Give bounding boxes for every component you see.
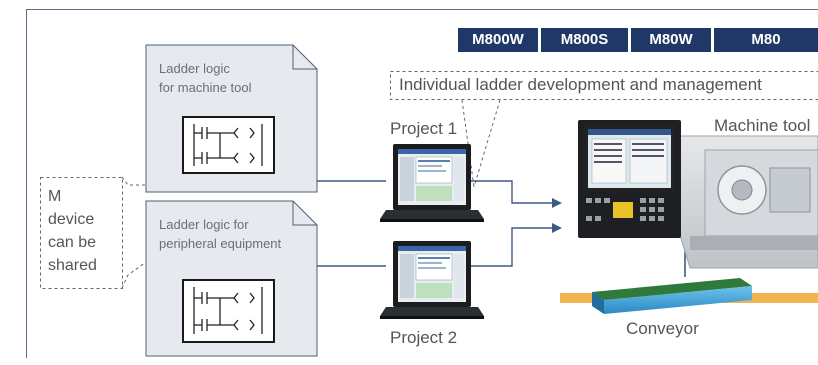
model-tag-m800w: M800W xyxy=(458,28,538,52)
project-2-label: Project 2 xyxy=(390,328,458,347)
laptop-project-1 xyxy=(380,144,484,222)
conveyor-label: Conveyor xyxy=(626,319,699,338)
model-tag-m80w: M80W xyxy=(631,28,711,52)
shared-note-line4: shared xyxy=(48,257,97,274)
shared-note: M device can be shared xyxy=(48,185,97,277)
machine-tool-label: Machine tool xyxy=(714,116,811,135)
document-peripheral xyxy=(145,200,318,357)
callout-outline xyxy=(390,71,818,188)
callout-text: Individual ladder development and manage… xyxy=(399,75,762,94)
ladder-symbol-2 xyxy=(193,287,263,334)
conveyor xyxy=(560,278,818,314)
document-1-title-line2: for machine tool xyxy=(159,80,252,95)
laptop-project-2 xyxy=(380,241,484,319)
document-machine-tool xyxy=(145,44,318,193)
document-2-title-line1: Ladder logic for xyxy=(159,217,249,232)
model-tag-m80: M80 xyxy=(714,28,818,52)
model-tag-m800s: M800S xyxy=(541,28,628,52)
machine-tool xyxy=(578,120,818,269)
project-1-label: Project 1 xyxy=(390,119,458,138)
document-2-title-line2: peripheral equipment xyxy=(159,236,282,251)
shared-note-line1: M xyxy=(48,188,62,205)
ladder-symbol-1 xyxy=(193,124,263,166)
document-2-title: Ladder logic for peripheral equipment xyxy=(159,215,281,253)
shared-note-line3: can be xyxy=(48,234,97,251)
connectors xyxy=(317,180,686,277)
document-1-title-line1: Ladder logic xyxy=(159,61,230,76)
document-1-title: Ladder logic for machine tool xyxy=(159,59,252,97)
shared-note-outline xyxy=(40,176,147,289)
frame xyxy=(26,9,818,358)
shared-note-line2: device xyxy=(48,211,95,228)
